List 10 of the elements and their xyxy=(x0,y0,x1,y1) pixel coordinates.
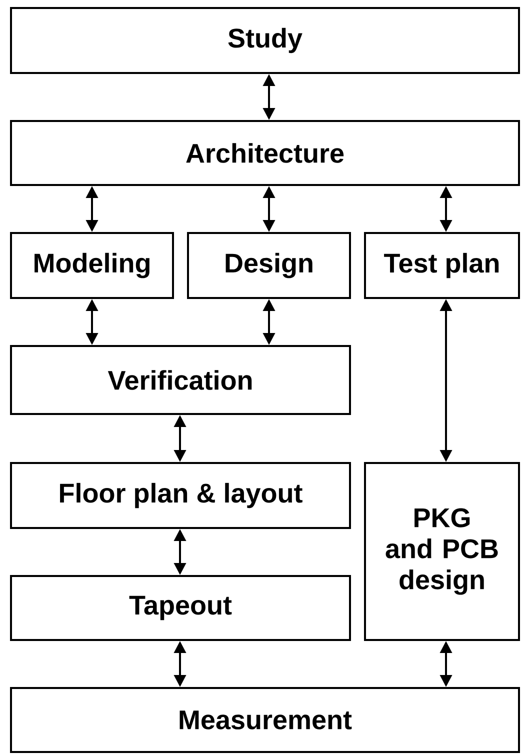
process-box: Floor plan & layout xyxy=(10,462,351,529)
process-box: PKG and PCB design xyxy=(364,462,520,641)
process-box: Architecture xyxy=(10,120,520,186)
process-box: Study xyxy=(10,7,520,74)
process-box: Measurement xyxy=(10,687,520,753)
process-box: Verification xyxy=(10,345,351,415)
process-box: Modeling xyxy=(10,232,174,299)
process-box: Test plan xyxy=(364,232,520,299)
process-box: Design xyxy=(187,232,351,299)
process-box: Tapeout xyxy=(10,575,351,641)
